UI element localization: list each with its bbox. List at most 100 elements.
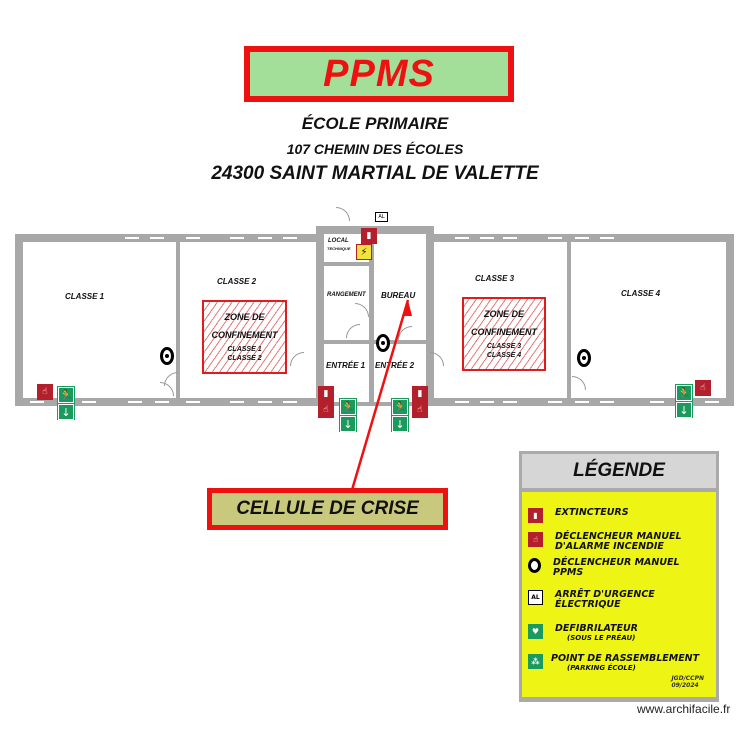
fire-alarm-icon: ☝ [695, 380, 711, 396]
window [283, 237, 297, 239]
window [575, 401, 589, 403]
window [600, 237, 614, 239]
wall [369, 234, 374, 406]
legend-sublabel: (SOUS LE PRÉAU) [567, 634, 636, 642]
window [455, 237, 469, 239]
window [258, 401, 272, 403]
emergency-exit-icon: 🏃↓ [675, 384, 693, 418]
school-city: 24300 SAINT MARTIAL DE VALETTE [211, 163, 539, 184]
confinement-zone-2: ZONE DE CONFINEMENT CLASSE 3 CLASSE 4 [462, 297, 546, 371]
wall [15, 234, 23, 406]
legend-label: DÉCLENCHEUR MANUEL D'ALARME INCENDIE [555, 531, 682, 552]
window [230, 237, 244, 239]
legend-credit: JGD/CCPN 09/2024 [671, 675, 704, 689]
ppms-title: PPMS [323, 52, 435, 95]
room-entree-2: ENTRÉE 2 [375, 361, 415, 370]
window [258, 237, 272, 239]
legend-item: ♥ DEFIBRILATEUR (SOUS LE PRÉAU) [528, 624, 638, 642]
wall [316, 226, 324, 406]
zone-title: ZONE DE [224, 312, 265, 322]
extinguisher-icon: ▮ [528, 508, 543, 523]
room-classe-4: CLASSE 4 [621, 289, 661, 298]
legend-sublabel: (PARKING ÉCOLE) [567, 664, 636, 672]
zone-sub: CLASSE 2 [227, 355, 262, 362]
wall [324, 340, 426, 344]
window [230, 401, 244, 403]
legend-body: ▮ EXTINCTEURS ☝ DÉCLENCHEUR MANUEL D'ALA… [522, 492, 716, 697]
zone-title: CONFINEMENT [211, 330, 278, 340]
window [600, 401, 614, 403]
electrical-cutoff-icon: AL [528, 590, 543, 605]
room-local-technique: LOCAL [328, 238, 349, 244]
window [283, 401, 297, 403]
legend-header: LÉGENDE [522, 454, 716, 490]
legend-item: ☝ DÉCLENCHEUR MANUEL D'ALARME INCENDIE [528, 532, 705, 552]
room-bureau: BUREAU [381, 291, 416, 300]
ppms-trigger-icon [577, 349, 591, 367]
legend-item: ⁂ POINT DE RASSEMBLEMENT (PARKING ÉCOLE) [528, 654, 699, 672]
window [705, 401, 719, 403]
zone-title: ZONE DE [483, 309, 524, 319]
wall [176, 242, 180, 398]
electrical-cutoff-icon: AL [375, 212, 388, 222]
legend-label: EXTINCTEURS [555, 507, 629, 518]
fire-alarm-icon: ☝ [37, 384, 53, 400]
emergency-exit-icon: 🏃↓ [57, 386, 75, 420]
fire-alarm-icon: ☝ [412, 402, 428, 418]
window [575, 237, 589, 239]
window [82, 401, 96, 403]
credit-date: 09/2024 [671, 682, 699, 689]
wall [726, 234, 734, 406]
school-name: ÉCOLE PRIMAIRE [301, 114, 449, 133]
window [548, 401, 562, 403]
ppms-trigger-icon [528, 558, 541, 573]
wall [15, 234, 318, 242]
ppms-trigger-icon [376, 334, 390, 352]
crisis-cell-box: CELLULE DE CRISE [207, 488, 448, 530]
legend-item: ▮ EXTINCTEURS [528, 508, 629, 523]
electrical-hazard-icon: ⚡ [356, 244, 372, 260]
legend-item: DÉCLENCHEUR MANUEL PPMS [528, 558, 703, 578]
legend-title: LÉGENDE [573, 460, 665, 481]
extinguisher-icon: ▮ [412, 386, 428, 402]
wall [567, 242, 571, 398]
window [455, 401, 469, 403]
legend-panel: LÉGENDE ▮ EXTINCTEURS ☝ DÉCLENCHEUR MANU… [519, 451, 719, 702]
emergency-exit-icon: 🏃↓ [339, 398, 357, 432]
door [290, 352, 304, 366]
room-rangement: RANGEMENT [327, 292, 366, 298]
window [548, 237, 562, 239]
window [128, 401, 142, 403]
window [30, 401, 44, 403]
extinguisher-icon: ▮ [361, 228, 377, 244]
zone-sub: CLASSE 4 [486, 352, 522, 359]
ppms-trigger-icon [160, 347, 174, 365]
window [186, 237, 200, 239]
room-classe-1: CLASSE 1 [65, 292, 105, 301]
room-classe-2: CLASSE 2 [217, 277, 257, 286]
legend-label: DEFIBRILATEUR [555, 623, 638, 634]
fire-alarm-icon: ☝ [528, 532, 543, 547]
room-local-technique-sub: TECHNIQUE [327, 246, 351, 251]
defibrillator-icon: ♥ [528, 624, 543, 639]
window [503, 237, 517, 239]
legend-label: ARRÊT D'URGENCE ÉLECTRIQUE [555, 589, 655, 610]
zone-title: CONFINEMENT [471, 327, 537, 337]
extinguisher-icon: ▮ [318, 386, 334, 402]
emergency-exit-icon: 🏃↓ [391, 398, 409, 432]
window [503, 401, 517, 403]
watermark: www.archifacile.fr [637, 702, 731, 716]
wall [426, 226, 434, 406]
legend-item: AL ARRÊT D'URGENCE ÉLECTRIQUE [528, 590, 695, 610]
window [155, 401, 169, 403]
zone-sub: CLASSE 3 [486, 343, 522, 350]
door [164, 372, 178, 386]
window [650, 401, 664, 403]
window [480, 237, 494, 239]
credit-author: JGD/CCPN [671, 675, 704, 682]
window [125, 237, 139, 239]
ppms-title-box: PPMS [244, 46, 514, 102]
fire-alarm-icon: ☝ [318, 402, 334, 418]
window [150, 237, 164, 239]
